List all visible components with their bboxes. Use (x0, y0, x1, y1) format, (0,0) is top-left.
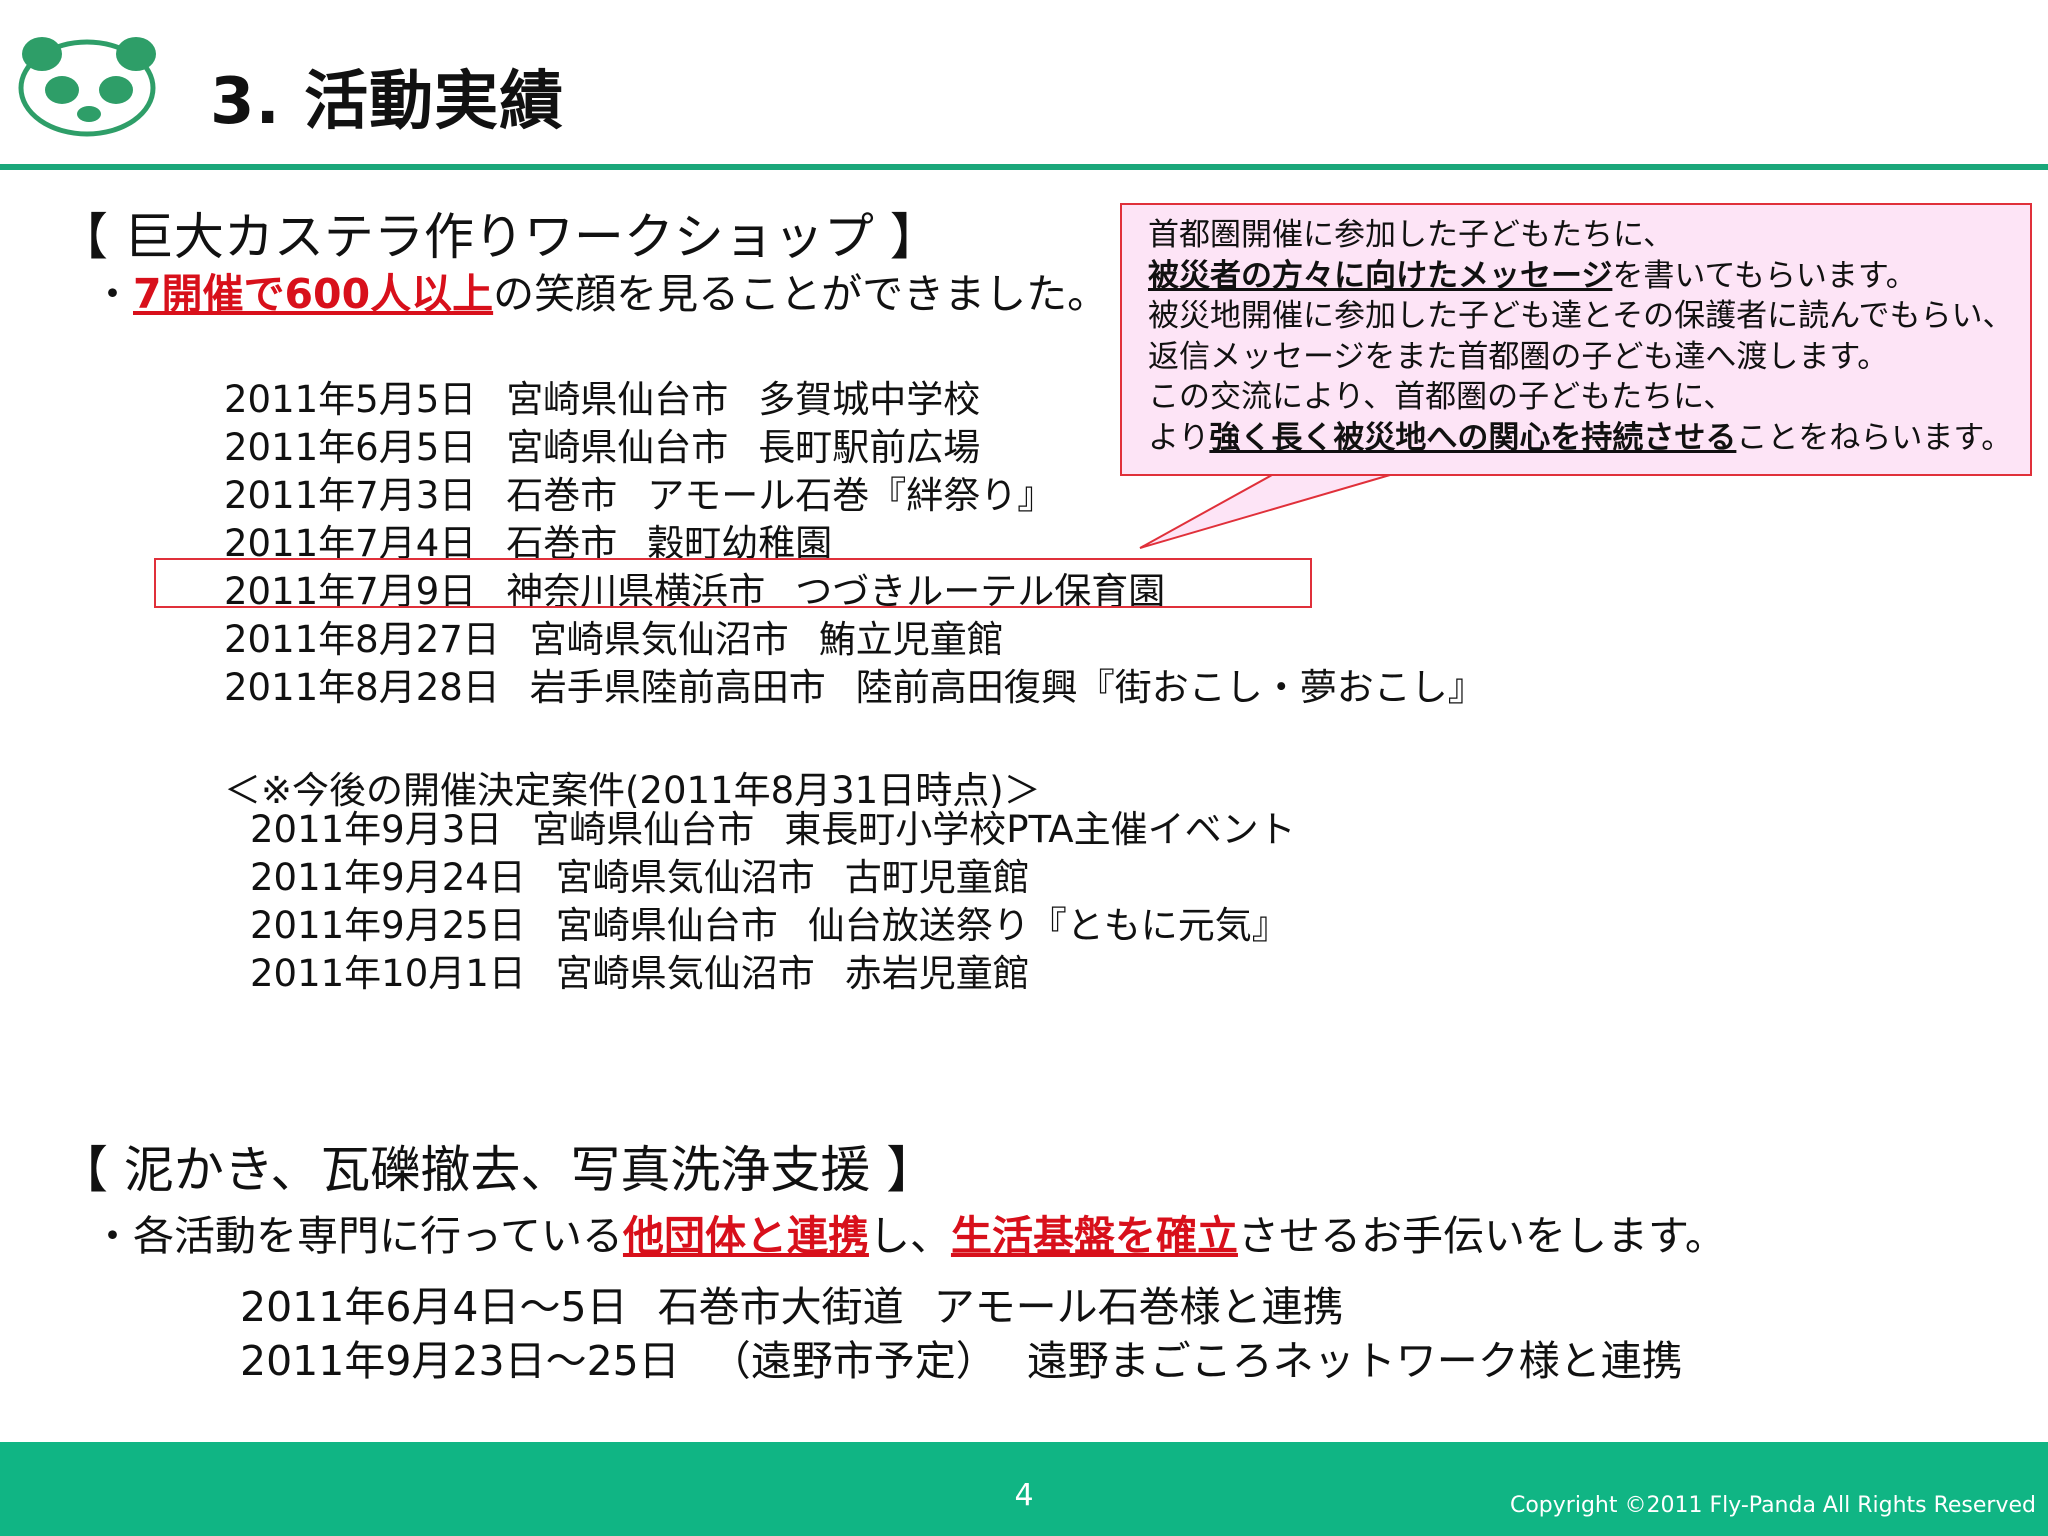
title-divider (0, 164, 2048, 170)
event-place: 宮崎県仙台市 (506, 378, 729, 421)
event-place: 宮崎県仙台市 (506, 426, 729, 469)
event-date: 2011年9月3日 (250, 808, 503, 851)
event-row: 2011年8月28日岩手県陸前高田市陸前高田復興『街おこし・夢おこし』 (224, 664, 1485, 712)
event-place: 神奈川県横浜市 (506, 570, 766, 613)
event-venue: 穀町幼稚園 (647, 522, 833, 565)
callout-line: 首都圏開催に参加した子どもたちに、 (1148, 217, 1675, 253)
event-date: 2011年7月9日 (224, 570, 477, 613)
event-date: 2011年8月28日 (224, 666, 500, 709)
section2-summary: ・各活動を専門に行っている他団体と連携し、生活基盤を確立させるお手伝いをします。 (92, 1212, 1726, 1260)
event-date: 2011年7月3日 (224, 474, 477, 517)
event-venue: 仙台放送祭り『ともに元気』 (807, 904, 1289, 947)
event-row: 2011年7月3日石巻市アモール石巻『絆祭り』 (224, 472, 1485, 520)
event-date: 2011年5月5日 (224, 378, 477, 421)
event-venue: 赤岩児童館 (844, 952, 1030, 995)
page-title: 3. 活動実績 (210, 65, 565, 139)
event-row: 2011年9月23日～25日 （遠野市予定） 遠野まごころネットワーク様と連携 (240, 1334, 1683, 1388)
event-date: 2011年6月5日 (224, 426, 477, 469)
event-place: 石巻市 (506, 474, 618, 517)
event-row: 2011年7月4日石巻市穀町幼稚園 (224, 520, 1485, 568)
event-row: 2011年9月25日宮崎県仙台市仙台放送祭り『ともに元気』 (250, 902, 1296, 950)
callout-line: 返信メッセージをまた首都圏の子ども達へ渡します。 (1148, 338, 1889, 375)
event-row: 2011年6月4日～5日石巻市大街道アモール石巻様と連携 (240, 1280, 1683, 1334)
event-venue: 鮪立児童館 (818, 618, 1004, 661)
event-place: 宮崎県仙台市 (532, 808, 755, 851)
event-row: 2011年9月24日宮崎県気仙沼市古町児童館 (250, 854, 1296, 902)
event-venue: 遠野まごころネットワーク様と連携 (1026, 1337, 1683, 1385)
event-date: 2011年9月25日 (250, 904, 526, 947)
event-place: 宮崎県仙台市 (555, 904, 778, 947)
event-place: （遠野市予定） (709, 1337, 997, 1385)
section-heading-cleanup: 【 泥かき、瓦礫撤去、写真洗浄支援 】 (58, 1141, 937, 1199)
event-row: 2011年10月1日宮崎県気仙沼市赤岩児童館 (250, 950, 1296, 998)
event-venue: 東長町小学校PTA主催イベント (784, 808, 1296, 851)
event-row: 2011年9月3日宮崎県仙台市東長町小学校PTA主催イベント (250, 806, 1296, 854)
event-place: 宮崎県気仙沼市 (555, 856, 815, 899)
page-number: 4 (1014, 1478, 1034, 1513)
event-place: 宮崎県気仙沼市 (555, 952, 815, 995)
event-venue: 長町駅前広場 (758, 426, 981, 469)
section1-summary: ・7開催で600人以上の笑顔を見ることができました。 (92, 270, 1109, 318)
event-venue: アモール石巻様と連携 (933, 1283, 1344, 1331)
callout-line: より強く長く被災地への関心を持続させることをねらいます。 (1148, 419, 2013, 456)
event-venue: 多賀城中学校 (758, 378, 981, 421)
summary-highlight: 7開催で600人以上 (133, 270, 494, 318)
event-place: 石巻市 (506, 522, 618, 565)
event-venue: つづきルーテル保育園 (795, 570, 1166, 613)
message-callout: 首都圏開催に参加した子どもたちに、 被災者の方々に向けたメッセージを書いてもらい… (1120, 203, 2032, 476)
event-row: 2011年7月9日神奈川県横浜市つづきルーテル保育園 (224, 568, 1485, 616)
callout-line: 被災者の方々に向けたメッセージを書いてもらいます。 (1148, 257, 1917, 294)
event-date: 2011年9月24日 (250, 856, 526, 899)
event-venue: 陸前高田復興『街おこし・夢おこし』 (855, 666, 1485, 709)
event-row: 2011年8月27日宮崎県気仙沼市鮪立児童館 (224, 616, 1485, 664)
event-place: 石巻市大街道 (657, 1283, 904, 1331)
event-place: 岩手県陸前高田市 (529, 666, 826, 709)
event-date: 2011年7月4日 (224, 522, 477, 565)
highlight-box (154, 558, 1312, 608)
event-venue: アモール石巻『絆祭り』 (647, 474, 1055, 517)
event-row: 2011年5月5日宮崎県仙台市多賀城中学校 (224, 376, 1485, 424)
event-venue: 古町児童館 (844, 856, 1030, 899)
event-place: 宮崎県気仙沼市 (529, 618, 789, 661)
future-events-heading: ＜※今後の開催決定案件(2011年8月31日時点)＞ (224, 769, 1041, 812)
callout-line: 被災地開催に参加した子ども達とその保護者に読んでもらい、 (1148, 298, 2014, 334)
section-heading-castella: 【 巨大カステラ作りワークショップ 】 (58, 208, 940, 266)
copyright-text: Copyright ©2011 Fly-Panda All Rights Res… (1509, 1493, 2036, 1518)
callout-line: この交流により、首都圏の子どもたちに、 (1148, 379, 1735, 415)
footer-bar (0, 1442, 2048, 1536)
event-date: 2011年9月23日～25日 (240, 1337, 680, 1385)
panda-logo-icon (18, 37, 156, 137)
event-date: 2011年8月27日 (224, 618, 500, 661)
event-date: 2011年6月4日～5日 (240, 1283, 628, 1331)
event-date: 2011年10月1日 (250, 952, 526, 995)
event-row: 2011年6月5日宮崎県仙台市長町駅前広場 (224, 424, 1485, 472)
